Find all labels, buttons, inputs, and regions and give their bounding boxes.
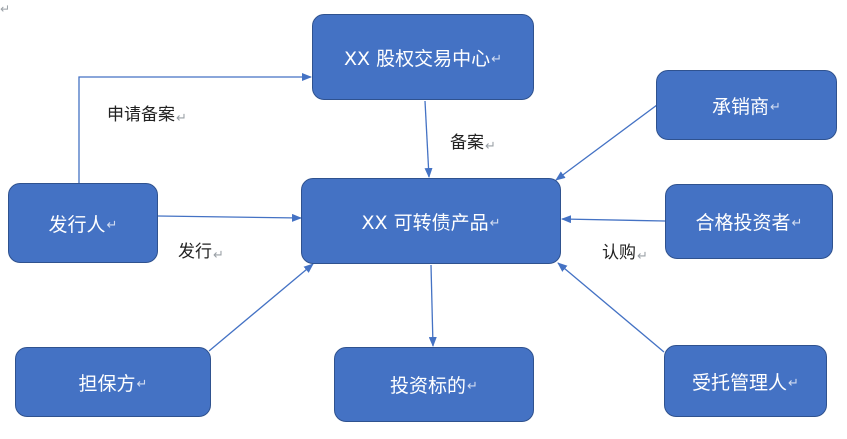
paragraph-mark: ↵	[485, 139, 496, 154]
paragraph-mark: ↵	[467, 379, 478, 394]
paragraph-mark: ↵	[176, 111, 187, 126]
edge-product-investment-target	[428, 264, 437, 347]
paragraph-mark: ↵	[136, 376, 148, 392]
edge-label-apply-filing-text: 申请备案	[107, 105, 175, 125]
edge-trustee-product	[557, 262, 665, 353]
node-investment-target-label: 投资标的	[390, 375, 467, 397]
node-qualified-investor-label: 合格投资者	[695, 212, 791, 234]
paragraph-mark: ↵	[637, 249, 648, 264]
paragraph-mark: ↵	[106, 217, 118, 233]
node-product[interactable]: XX 可转债产品↵	[301, 178, 561, 264]
node-guarantor[interactable]: 担保方↵	[15, 347, 211, 417]
edge-label-subscription: 认购↵	[602, 238, 648, 264]
paragraph-mark: ↵	[770, 99, 781, 115]
node-issuer[interactable]: 发行人↵	[8, 183, 158, 263]
paragraph-mark: ↵	[213, 248, 224, 263]
edge-subscription	[561, 215, 666, 224]
node-underwriter-label: 承销商	[712, 95, 770, 118]
node-trustee[interactable]: 受托管理人↵	[664, 345, 827, 417]
paragraph-mark: ↵	[491, 51, 502, 67]
edge-label-issuance: 发行↵	[178, 237, 224, 263]
node-qualified-investor[interactable]: 合格投资者↵	[665, 184, 833, 259]
node-guarantor-label: 担保方	[78, 372, 136, 395]
node-underwriter[interactable]: 承销商↵	[656, 70, 837, 140]
edge-label-filing-text: 备案	[450, 133, 484, 153]
node-exchange[interactable]: XX 股权交易中心↵	[312, 14, 534, 100]
edge-label-apply-filing: 申请备案↵	[107, 100, 187, 126]
edge-label-subscription-text: 认购	[602, 243, 636, 263]
edge-issuance	[157, 213, 302, 222]
edge-apply-filing	[78, 73, 312, 183]
paragraph-mark: ↵	[791, 216, 803, 231]
paragraph-mark: ↵	[788, 375, 799, 391]
edge-filing	[424, 100, 433, 178]
edge-label-filing: 备案↵	[450, 128, 496, 154]
node-issuer-label: 发行人	[48, 213, 106, 236]
paragraph-mark-corner: ↵	[0, 2, 11, 16]
node-exchange-label: XX 股权交易中心	[344, 47, 491, 70]
node-investment-target[interactable]: 投资标的↵	[334, 347, 534, 422]
edge-label-issuance-text: 发行	[178, 242, 212, 262]
edge-guarantor-product	[208, 263, 314, 352]
node-trustee-label: 受托管理人	[692, 371, 788, 394]
node-product-label: XX 可转债产品	[361, 211, 489, 234]
paragraph-mark: ↵	[489, 215, 501, 231]
edge-underwriter-product	[555, 104, 658, 181]
